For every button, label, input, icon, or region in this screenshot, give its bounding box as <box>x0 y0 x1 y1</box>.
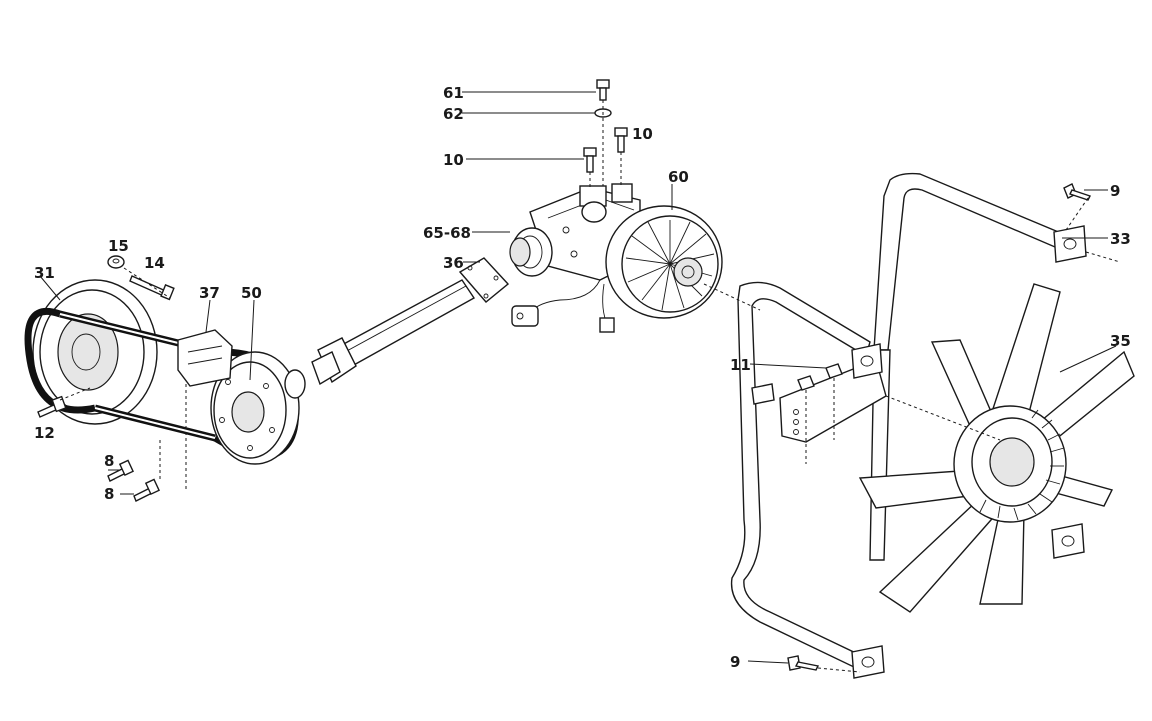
bolt-10-left <box>583 147 597 173</box>
nut-15 <box>107 255 125 269</box>
label-61: 61 <box>443 84 464 102</box>
label-62: 62 <box>443 105 464 123</box>
label-14: 14 <box>144 254 165 272</box>
label-9-bottom: 9 <box>730 653 740 671</box>
bolt-9-top <box>1063 183 1091 201</box>
gearbox <box>509 183 723 333</box>
label-15: 15 <box>108 237 129 255</box>
label-33: 33 <box>1110 230 1131 248</box>
label-65-68: 65-68 <box>423 224 471 242</box>
label-8-lower: 8 <box>104 485 114 503</box>
label-10-right: 10 <box>632 125 653 143</box>
label-60: 60 <box>668 168 689 186</box>
label-11: 11 <box>730 356 751 374</box>
callout-labels: 61 62 10 10 60 65-68 36 15 14 31 37 50 1… <box>34 84 1131 671</box>
bolt-12 <box>37 395 67 418</box>
label-9-top: 9 <box>1110 182 1120 200</box>
label-8-upper: 8 <box>104 452 114 470</box>
drive-shaft <box>311 257 510 386</box>
label-36: 36 <box>443 254 464 272</box>
bolt-8-upper <box>107 459 134 482</box>
label-37: 37 <box>199 284 220 302</box>
bolt-61 <box>596 79 610 101</box>
bolt-8-lower <box>133 478 160 502</box>
dashed-assembly-lines <box>59 100 1121 673</box>
label-10-left: 10 <box>443 151 464 169</box>
bolt-9-bottom <box>787 655 820 671</box>
label-50: 50 <box>241 284 262 302</box>
fan-35 <box>858 283 1135 613</box>
label-12: 12 <box>34 424 55 442</box>
pulley-belt-assembly <box>24 279 306 465</box>
bolt-14 <box>129 275 175 301</box>
label-31: 31 <box>34 264 55 282</box>
bolt-10-right <box>614 127 628 153</box>
label-35: 35 <box>1110 332 1131 350</box>
leader-lines <box>39 91 1117 664</box>
